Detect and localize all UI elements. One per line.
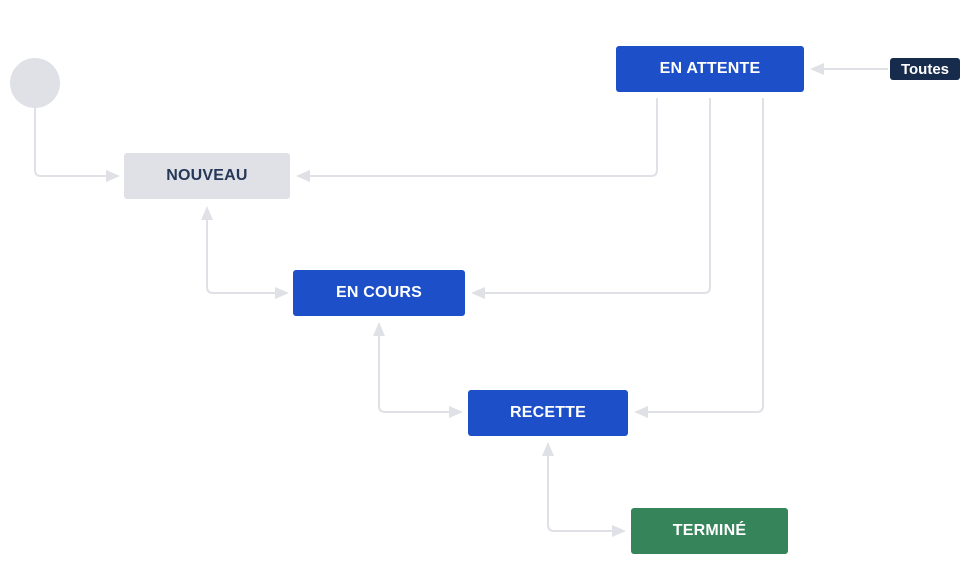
- arrowhead: [634, 406, 648, 418]
- global-transition-badge[interactable]: Toutes: [890, 58, 960, 80]
- arrowhead: [612, 525, 626, 537]
- arrowhead: [201, 206, 213, 220]
- transition-en-cours-recette[interactable]: [378, 334, 451, 413]
- status-nouveau[interactable]: NOUVEAU: [124, 153, 290, 199]
- transition-start-to-nouveau[interactable]: [34, 108, 108, 177]
- arrowhead: [471, 287, 485, 299]
- status-en-cours[interactable]: EN COURS: [293, 270, 465, 316]
- transition-en-attente-to-en-cours[interactable]: [483, 98, 711, 294]
- arrowhead: [106, 170, 120, 182]
- transition-nouveau-en-cours[interactable]: [206, 218, 277, 294]
- arrowhead: [810, 63, 824, 75]
- status-recette[interactable]: RECETTE: [468, 390, 628, 436]
- transition-recette-termine[interactable]: [547, 454, 614, 532]
- status-termine[interactable]: TERMINÉ: [631, 508, 788, 554]
- start-node: [10, 58, 60, 108]
- arrowhead: [542, 442, 554, 456]
- arrowhead: [449, 406, 463, 418]
- transition-en-attente-to-nouveau[interactable]: [308, 98, 658, 177]
- arrowhead: [275, 287, 289, 299]
- transition-en-attente-to-recette[interactable]: [646, 98, 764, 413]
- status-en-attente[interactable]: EN ATTENTE: [616, 46, 804, 92]
- arrowhead: [296, 170, 310, 182]
- arrowhead: [373, 322, 385, 336]
